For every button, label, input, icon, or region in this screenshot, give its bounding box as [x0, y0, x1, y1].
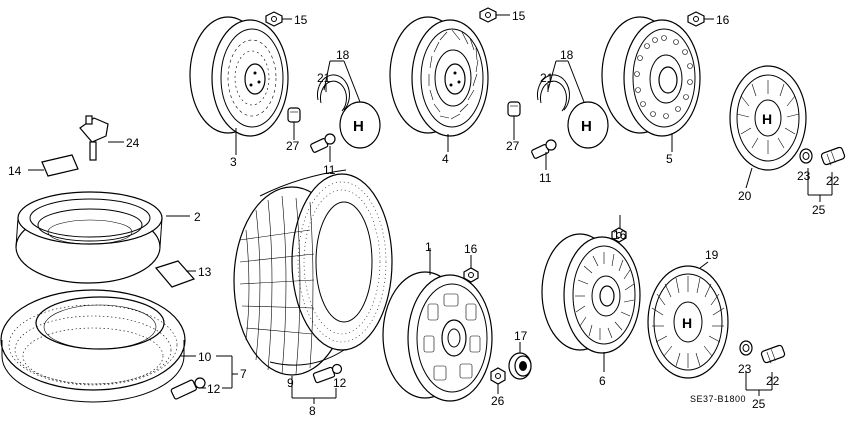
callout-27a: 27 — [286, 139, 300, 153]
callout-22a: 22 — [826, 174, 840, 188]
leader-lines — [28, 14, 833, 404]
callout-22b: 22 — [766, 374, 780, 388]
hub-cap-18b: H — [567, 101, 609, 149]
callout-1: 1 — [425, 240, 432, 254]
center-cap-17 — [508, 352, 532, 380]
callout-27b: 27 — [506, 139, 520, 153]
callout-21a: 21 — [317, 71, 331, 85]
valve-22b — [760, 344, 786, 364]
callout-2: 2 — [194, 210, 201, 224]
valve-cap-27b — [507, 101, 521, 117]
label-13 — [154, 260, 196, 288]
callout-16a: 16 — [716, 13, 730, 27]
callout-18b: 18 — [560, 48, 574, 62]
snap-ring-21a — [317, 74, 350, 112]
callout-25b: 25 — [752, 397, 766, 411]
callout-20: 20 — [738, 189, 752, 203]
callout-15b: 15 — [512, 9, 526, 23]
tire-9 — [233, 169, 393, 376]
valve-cap-27a — [287, 107, 301, 123]
wheel-4 — [389, 16, 489, 137]
callout-21b: 21 — [540, 71, 554, 85]
callout-6: 6 — [599, 374, 606, 388]
callouts: 1 2 3 4 5 6 7 8 9 10 11 11 12 12 13 14 1… — [8, 9, 840, 418]
svg-text:H: H — [682, 315, 692, 331]
valve-cap-23b — [739, 340, 753, 356]
wheel-cover-20: H — [729, 65, 807, 171]
callout-23a: 23 — [797, 169, 811, 183]
callout-23b: 23 — [738, 362, 752, 376]
callout-19: 19 — [705, 248, 719, 262]
callout-17: 17 — [514, 329, 528, 343]
svg-text:H: H — [353, 118, 364, 135]
wheel-3 — [189, 16, 289, 137]
spare-rim-2 — [15, 191, 163, 284]
spare-tire-10 — [0, 289, 186, 403]
svg-text:H: H — [581, 118, 592, 135]
callout-25a: 25 — [812, 203, 826, 217]
valve-stem-11b — [531, 139, 557, 159]
snap-ring-21b — [537, 74, 570, 112]
wheel-1 — [382, 271, 493, 402]
nut-26 — [490, 367, 506, 385]
callout-10: 10 — [198, 350, 212, 364]
callout-14: 14 — [8, 164, 22, 178]
callout-26: 26 — [491, 394, 505, 408]
svg-text:H: H — [762, 111, 772, 127]
callout-11a: 11 — [323, 163, 336, 177]
callout-8: 8 — [309, 404, 316, 418]
valve-22a — [820, 146, 846, 166]
lug-nut-15a — [265, 11, 283, 27]
callout-13: 13 — [198, 265, 212, 279]
hub-cap-18a: H — [339, 101, 381, 149]
callout-12a: 12 — [207, 382, 221, 396]
lug-nut-15b — [479, 7, 497, 23]
lug-nut-16c — [611, 227, 627, 243]
part-code: SE37-B1800 — [690, 394, 746, 404]
valve-12b — [312, 363, 343, 384]
callout-9: 9 — [287, 376, 294, 390]
callout-15a: 15 — [294, 13, 308, 27]
wheel-5 — [601, 16, 701, 137]
label-14 — [41, 154, 79, 177]
callout-12b: 12 — [333, 376, 347, 390]
callout-18a: 18 — [336, 48, 350, 62]
valve-12a — [170, 377, 206, 400]
callout-5: 5 — [666, 152, 673, 166]
valve-stem-11a — [310, 133, 336, 153]
callout-4: 4 — [442, 152, 449, 166]
tool-24 — [79, 115, 109, 161]
callout-16c: 16 — [613, 228, 627, 242]
callout-7: 7 — [240, 367, 247, 381]
wheel-cover-19: H — [647, 265, 729, 379]
callout-24: 24 — [126, 136, 140, 150]
valve-cap-23a — [799, 148, 813, 164]
callout-3: 3 — [230, 155, 237, 169]
callout-11b: 11 — [539, 171, 552, 185]
wheel-6 — [541, 233, 641, 354]
callout-16b: 16 — [464, 242, 478, 256]
lug-nut-16a — [687, 11, 705, 27]
